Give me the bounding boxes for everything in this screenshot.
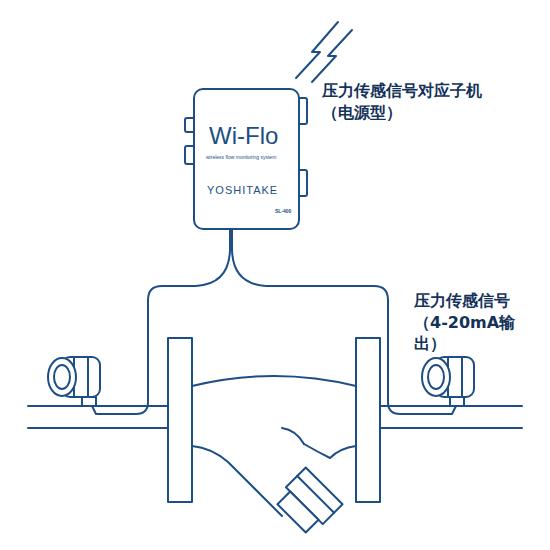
flange (168, 338, 192, 502)
signal-zigzag (296, 22, 338, 78)
signal-zigzag (312, 30, 352, 82)
product-tagline: wireless flow monitoring system (206, 154, 276, 160)
strainer-cap (273, 467, 342, 536)
transmitter-box: Wi-Flo wireless flow monitoring systemYOS… (193, 88, 300, 230)
maker-name: YOSHITAKE (207, 184, 278, 196)
signal-label: 压力传感信号 （4-20mA输出） (414, 290, 538, 355)
flange (356, 338, 380, 502)
pressure-sensor (422, 357, 474, 406)
pressure-sensor (48, 357, 100, 406)
pipe (380, 427, 522, 429)
model-number: SL-400 (275, 208, 291, 214)
strainer-body (192, 446, 282, 516)
strainer-body (282, 428, 304, 444)
pipe (28, 405, 168, 407)
signal-cable (92, 228, 230, 414)
strainer-body (304, 444, 356, 458)
strainer-body (192, 376, 356, 386)
device-label: 压力传感信号对应子机 （电源型） (322, 80, 494, 123)
brand-logo: Wi-Flo (209, 122, 278, 150)
pipe (28, 427, 168, 429)
